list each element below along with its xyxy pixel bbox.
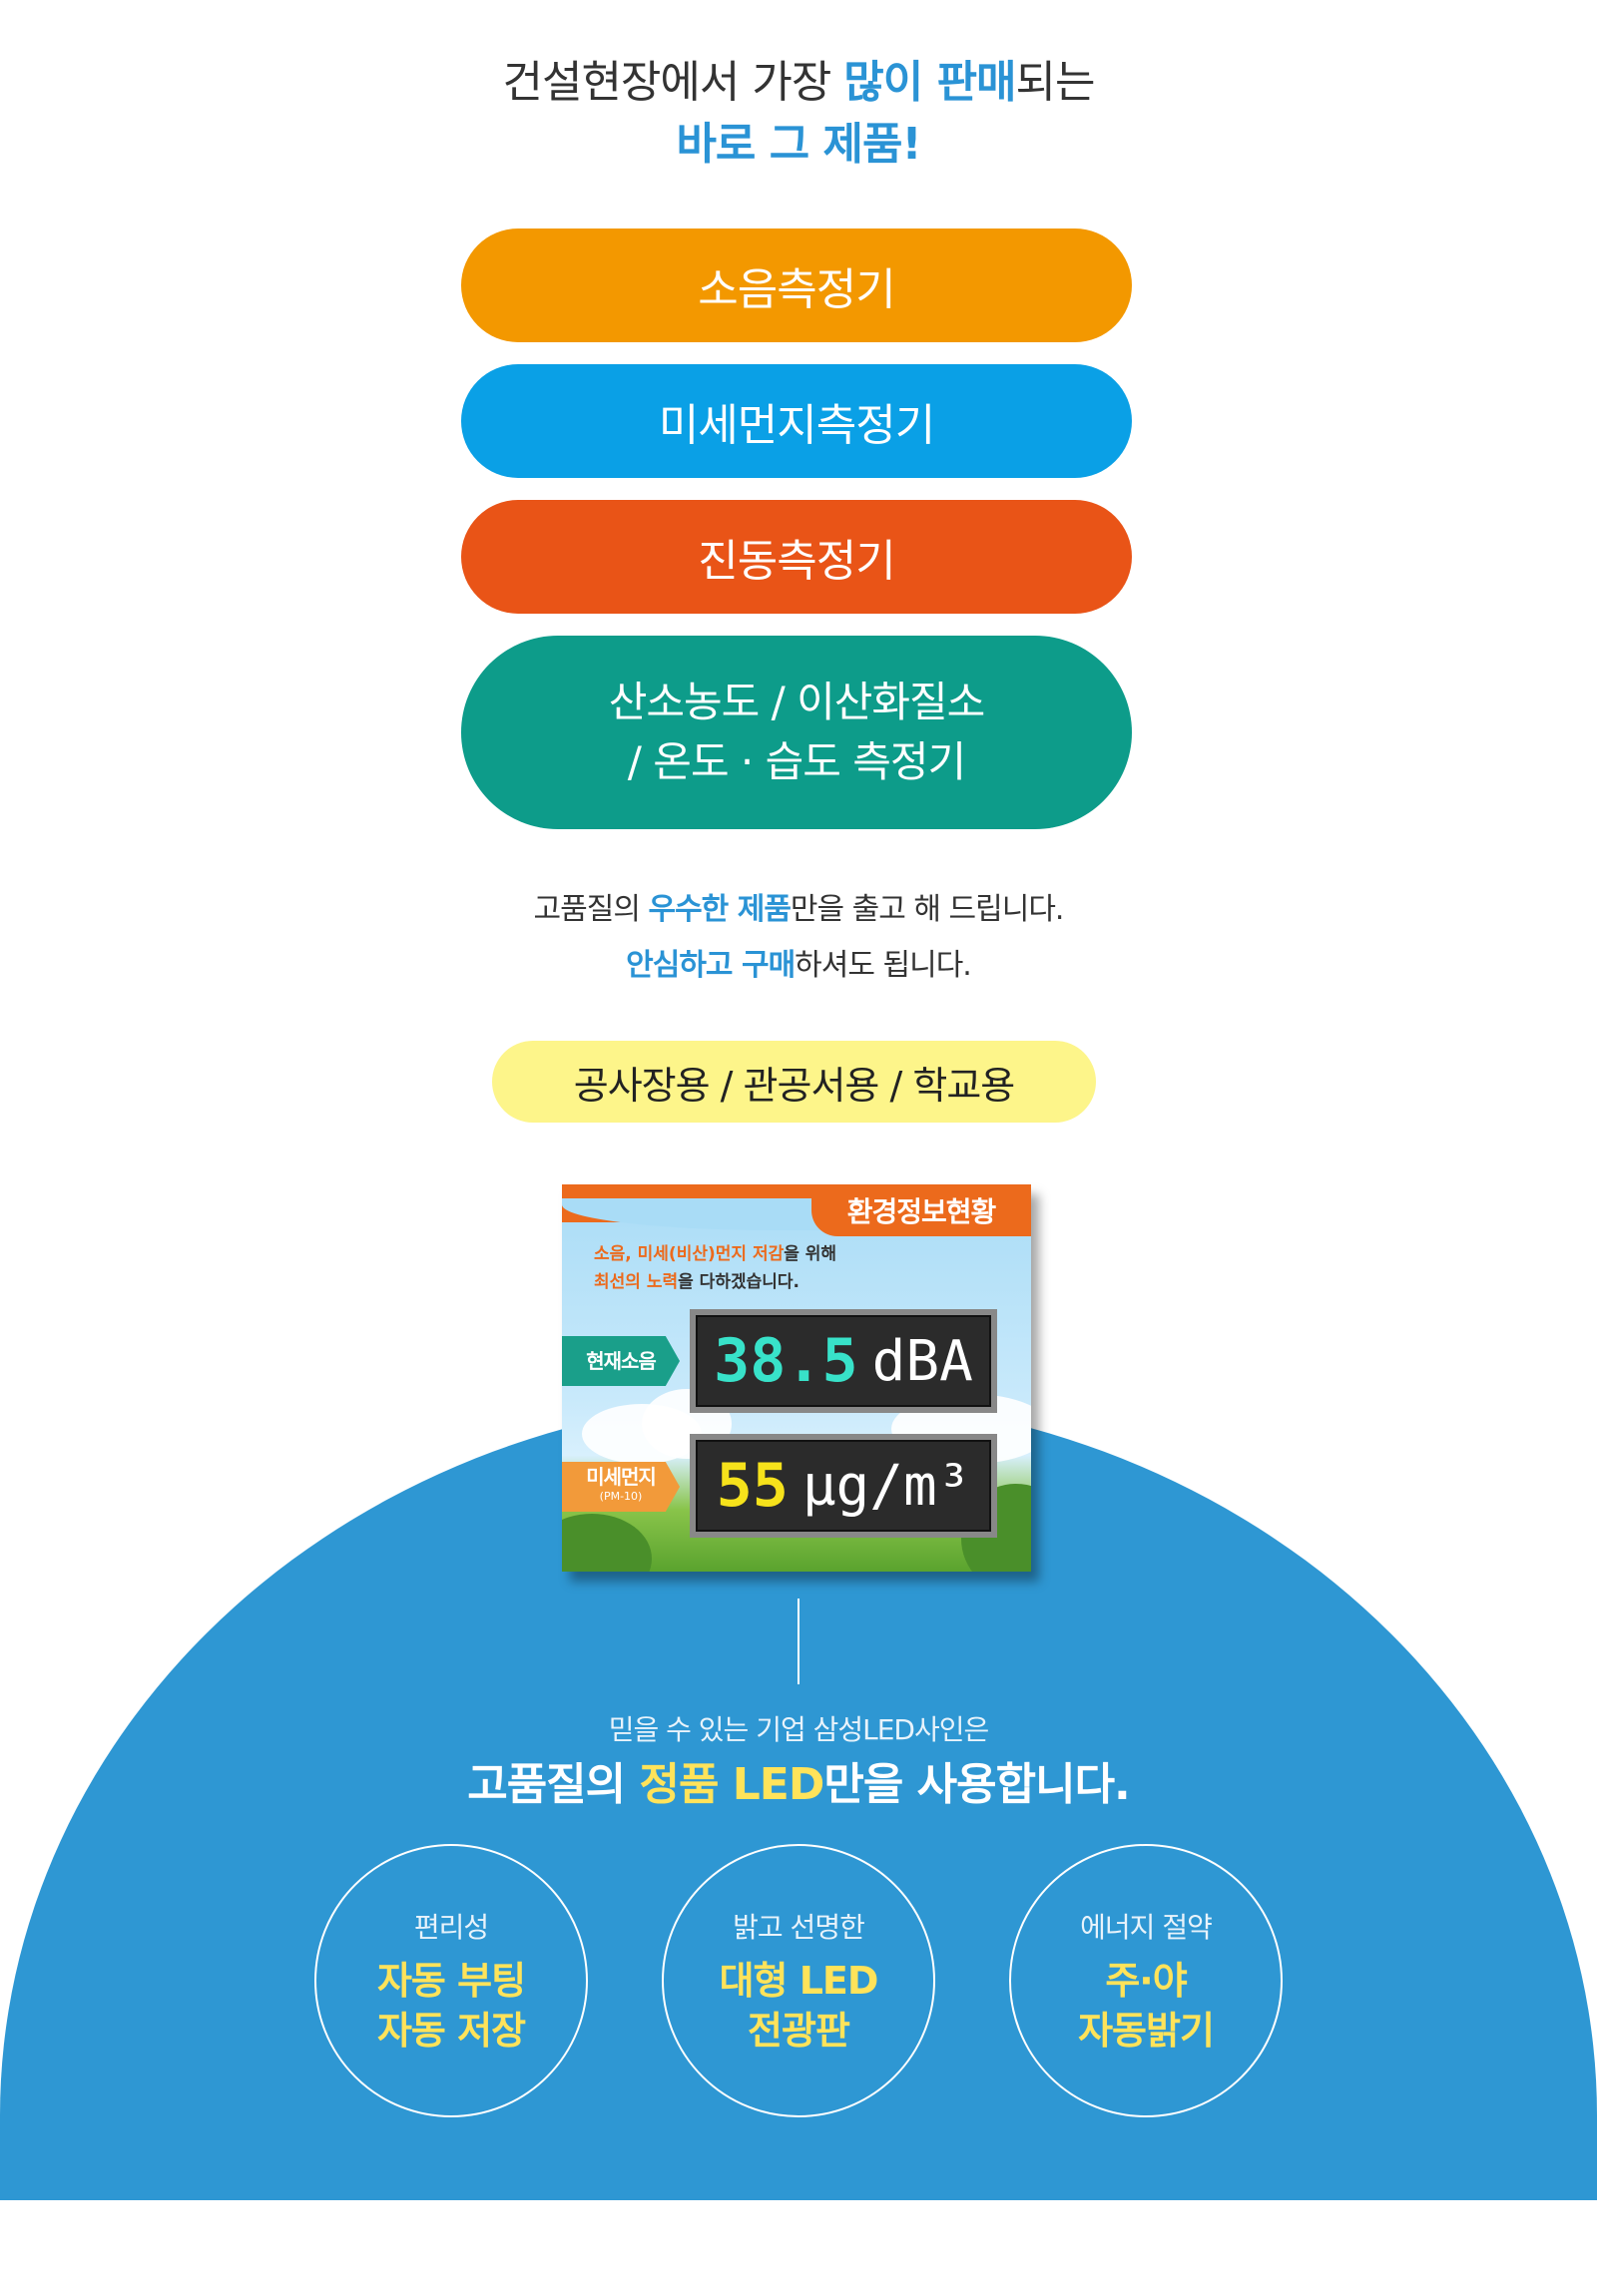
headline: 건설현장에서 가장 많이 판매되는 바로 그 제품! bbox=[0, 52, 1597, 176]
sign-slogan-highlight-2: 최선의 노력 bbox=[594, 1272, 679, 1292]
sign-slogan-line2: 최선의 노력을 다하겠습니다. bbox=[594, 1268, 836, 1296]
quality-highlight: 우수한 제품 bbox=[648, 892, 791, 927]
dust-label: 미세먼지 (PM-10) bbox=[562, 1462, 680, 1512]
feature-title-line1: 대형 LED bbox=[719, 1959, 879, 2003]
headline-line2: 바로 그 제품! bbox=[676, 119, 921, 170]
headline-highlight: 많이 판매 bbox=[843, 57, 1016, 108]
led-title: 고품질의 정품 LED만을 사용합니다. bbox=[0, 1748, 1597, 1812]
feature-title-line1: 주·야 bbox=[1105, 1959, 1187, 2003]
noise-label-text: 현재소음 bbox=[586, 1349, 657, 1373]
feature-title-line2: 전광판 bbox=[748, 2009, 850, 2053]
dust-label-text: 미세먼지 bbox=[586, 1465, 657, 1489]
product-pill-noise-meter[interactable]: 소음측정기 bbox=[461, 229, 1132, 342]
quality-statement: 고품질의 우수한 제품만을 출고 해 드립니다. 안심하고 구매하셔도 됩니다. bbox=[0, 882, 1597, 994]
connector-line bbox=[798, 1599, 799, 1684]
dust-unit: μg/m³ bbox=[801, 1453, 971, 1519]
feature-circle-energy: 에너지 절약 주·야 자동밝기 bbox=[1009, 1844, 1283, 2117]
sign-slogan-highlight: 소음, 미세(비산)먼지 저감 bbox=[594, 1244, 785, 1264]
feature-subtitle: 에너지 절약 bbox=[1080, 1911, 1213, 1944]
sign-slogan-text: 을 위해 bbox=[784, 1244, 837, 1264]
feature-subtitle: 밝고 선명한 bbox=[733, 1911, 865, 1944]
noise-display: 38.5 dBA bbox=[690, 1309, 997, 1413]
product-pill-line1: 산소농도 / 이산화질소 bbox=[608, 678, 986, 726]
noise-unit: dBA bbox=[871, 1328, 973, 1394]
product-pill-dust-meter[interactable]: 미세먼지측정기 bbox=[461, 364, 1132, 478]
feature-title-line2: 자동밝기 bbox=[1078, 2009, 1215, 2053]
feature-circle-display: 밝고 선명한 대형 LED 전광판 bbox=[662, 1844, 935, 2117]
led-subtitle: 믿을 수 있는 기업 삼성LED사인은 bbox=[608, 1713, 990, 1746]
tree-shape bbox=[562, 1514, 652, 1572]
quality-line2: 안심하고 구매하셔도 됩니다. bbox=[0, 938, 1597, 994]
feature-title-line1: 자동 부팅 bbox=[376, 1959, 526, 2003]
sign-wave-inner bbox=[562, 1198, 831, 1230]
headline-text: 건설현장에서 가장 bbox=[502, 57, 844, 108]
sign-title: 환경정보현황 bbox=[811, 1184, 1031, 1236]
quality-highlight-2: 안심하고 구매 bbox=[626, 948, 796, 983]
product-pill-vibration-meter[interactable]: 진동측정기 bbox=[461, 500, 1132, 614]
feature-title-line2: 자동 저장 bbox=[376, 2009, 526, 2053]
quality-line1: 고품질의 우수한 제품만을 출고 해 드립니다. bbox=[0, 882, 1597, 938]
sign-slogan-text-2: 을 다하겠습니다. bbox=[678, 1272, 799, 1292]
noise-value: 38.5 bbox=[714, 1326, 858, 1396]
sign-slogan-line1: 소음, 미세(비산)먼지 저감을 위해 bbox=[594, 1240, 836, 1268]
led-title-highlight: 정품 LED bbox=[639, 1759, 824, 1810]
product-pill-line2: / 온도 · 습도 측정기 bbox=[627, 737, 966, 786]
product-pill-gas-temp-meter[interactable]: 산소농도 / 이산화질소 / 온도 · 습도 측정기 bbox=[461, 636, 1132, 829]
led-sign-illustration: 환경정보현황 소음, 미세(비산)먼지 저감을 위해 최선의 노력을 다하겠습니… bbox=[562, 1184, 1031, 1572]
quality-text-end-2: 하셔도 됩니다. bbox=[795, 948, 972, 983]
quality-text: 고품질의 bbox=[533, 892, 649, 927]
led-title-text: 고품질의 bbox=[467, 1759, 640, 1810]
headline-line1: 건설현장에서 가장 많이 판매되는 bbox=[0, 52, 1597, 114]
quality-text-end: 만을 출고 해 드립니다. bbox=[790, 892, 1065, 927]
feature-subtitle: 편리성 bbox=[413, 1911, 489, 1944]
noise-label: 현재소음 bbox=[562, 1336, 680, 1386]
feature-circle-convenience: 편리성 자동 부팅 자동 저장 bbox=[314, 1844, 588, 2117]
led-title-text-end: 만을 사용합니다. bbox=[823, 1759, 1130, 1810]
dust-display: 55 μg/m³ bbox=[690, 1434, 997, 1538]
usage-badge: 공사장용 / 관공서용 / 학교용 bbox=[492, 1041, 1096, 1123]
sign-slogan: 소음, 미세(비산)먼지 저감을 위해 최선의 노력을 다하겠습니다. bbox=[594, 1240, 836, 1296]
headline-text-end: 되는 bbox=[1015, 57, 1096, 108]
dust-value: 55 bbox=[716, 1451, 789, 1521]
dust-sublabel: (PM-10) bbox=[599, 1490, 643, 1503]
